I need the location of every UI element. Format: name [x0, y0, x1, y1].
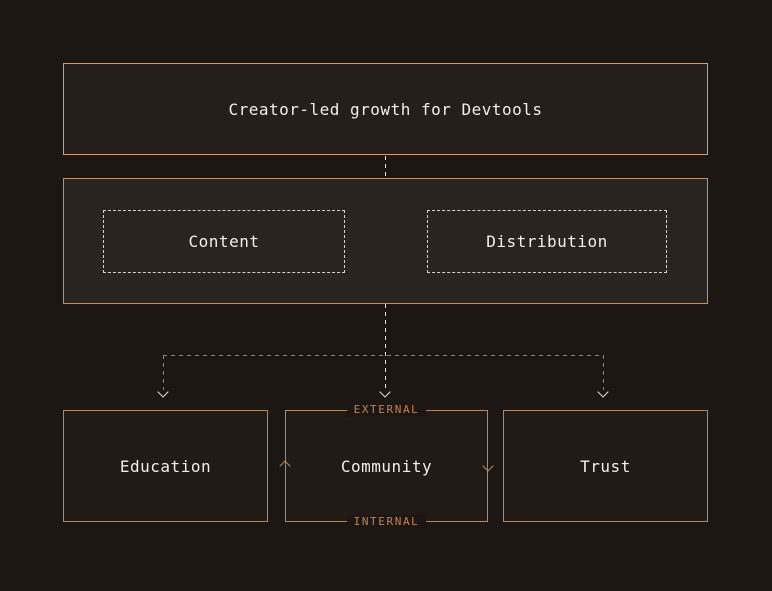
- education-node: Education: [63, 410, 268, 522]
- title-node: Creator-led growth for Devtools: [63, 63, 708, 155]
- trust-node: Trust: [503, 410, 708, 522]
- connector-branch-right: [603, 355, 604, 390]
- connector-panel-to-community: [385, 304, 386, 390]
- title-label: Creator-led growth for Devtools: [228, 99, 543, 119]
- education-label: Education: [119, 456, 212, 476]
- community-node: EXTERNAL Community INTERNAL: [279, 403, 494, 529]
- pillars-panel: Content Distribution: [63, 178, 708, 304]
- trust-label: Trust: [580, 456, 631, 476]
- community-right-arrow-down-icon: [482, 460, 494, 472]
- connector-title-to-panel: [385, 156, 386, 178]
- content-label: Content: [188, 232, 260, 251]
- content-node: Content: [103, 210, 345, 273]
- arrowhead-left-down-icon: [157, 386, 169, 398]
- connector-branch-horizontal: [163, 355, 604, 356]
- connector-branch-left: [163, 355, 164, 390]
- distribution-label: Distribution: [486, 232, 608, 251]
- external-tag: EXTERNAL: [346, 403, 427, 417]
- internal-tag: INTERNAL: [346, 515, 427, 529]
- community-left-arrow-up-icon: [279, 460, 291, 472]
- community-label: Community: [340, 456, 433, 476]
- arrowhead-center-down-icon: [379, 386, 391, 398]
- distribution-node: Distribution: [427, 210, 667, 273]
- arrowhead-right-down-icon: [597, 386, 609, 398]
